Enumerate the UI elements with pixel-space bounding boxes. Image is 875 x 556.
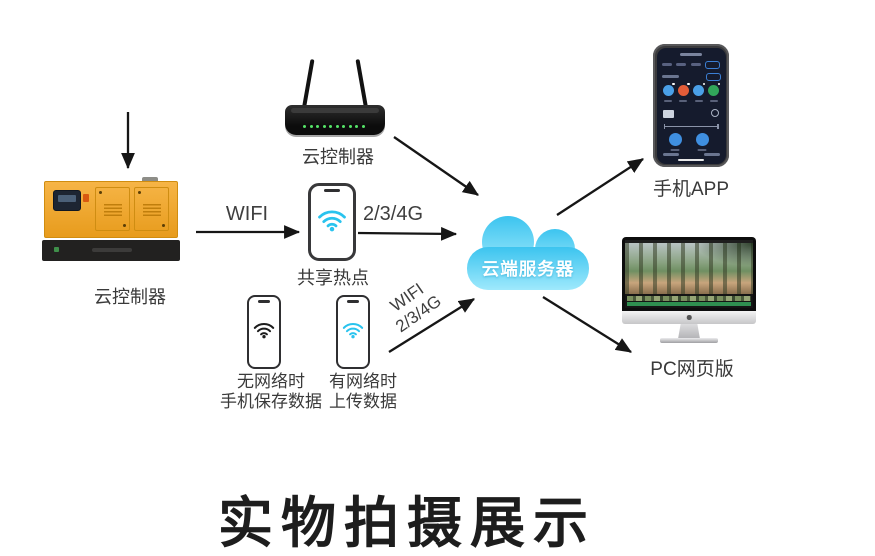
- imac-stand: [678, 324, 700, 339]
- arrow-router-to-cloud: [393, 136, 479, 196]
- page-heading: 实物拍摄展示: [217, 492, 597, 554]
- app-tab-row: [661, 60, 721, 69]
- apple-logo-icon: [686, 315, 692, 320]
- app-button-blue: [693, 82, 706, 96]
- app-button-blue: [662, 82, 675, 96]
- imac-timeline-thumbnails: [627, 296, 751, 301]
- generator-label: 云控制器: [94, 287, 166, 307]
- app-section-pill: [705, 72, 721, 81]
- app-title-bar: [680, 52, 702, 56]
- generator-vent: [143, 204, 161, 216]
- generator-image: [42, 177, 180, 261]
- generator-base: [42, 240, 180, 261]
- phone-notch: [258, 300, 270, 303]
- hotspot-phone-label: 共享热点: [297, 268, 369, 288]
- generator-button: [83, 194, 89, 202]
- imac-timeline: [625, 294, 753, 308]
- smartphone-app-image: [653, 44, 729, 167]
- app-button-orange: [677, 82, 690, 96]
- app-button-green: [708, 82, 721, 96]
- phone-notch: [347, 300, 359, 303]
- router-label: 云控制器: [302, 147, 374, 167]
- imac-base: [660, 338, 718, 343]
- wifi-icon: [342, 321, 364, 344]
- router-body: [285, 105, 385, 135]
- offline-phone-label-line2: 手机保存数据: [220, 392, 322, 411]
- cloud-server-shape: 云端服务器: [462, 212, 594, 294]
- edge-label-wifi: WIFI: [225, 203, 269, 225]
- home-indicator: [678, 158, 704, 161]
- imac-menubar: [625, 240, 753, 243]
- edge-label-234g: 2/3/4G: [362, 203, 424, 225]
- online-phone-label-line2: 上传数据: [329, 392, 397, 411]
- app-bottom-left-button: [662, 152, 679, 156]
- app-slider: [663, 124, 719, 128]
- generator-control-screen: [53, 190, 81, 211]
- app-screen: [656, 47, 726, 164]
- imac-chin: [622, 311, 756, 324]
- app-device-icon: [662, 109, 674, 118]
- arrow-hotspot-to-cloud: [357, 226, 458, 241]
- app-button-blue: [668, 132, 682, 146]
- phone-notch: [324, 189, 340, 192]
- router-antenna: [301, 59, 315, 111]
- edge-label-online-to-cloud: WIFI 2/3/4G: [381, 275, 446, 337]
- router-led-row: [303, 125, 365, 128]
- imac-audio-track: [627, 302, 751, 306]
- generator-door: [95, 187, 130, 231]
- generator-body: [44, 181, 178, 238]
- online-phone-label: 有网络时 上传数据: [329, 372, 397, 412]
- app-round-buttons: [668, 132, 709, 146]
- generator-door: [134, 187, 169, 231]
- app-bottom-right-button: [703, 152, 720, 156]
- app-button-blue: [695, 132, 709, 146]
- online-phone-image: [336, 295, 370, 369]
- pc-label: PC网页版: [650, 359, 734, 380]
- arrow-cloud-to-app: [556, 158, 644, 216]
- cloud-icon: [467, 216, 589, 290]
- router-antenna: [355, 59, 369, 111]
- imac-photo: [625, 243, 753, 294]
- router-image: [282, 55, 388, 141]
- online-phone-label-line1: 有网络时: [329, 372, 397, 391]
- gear-icon: [710, 108, 719, 117]
- app-phone-label: 手机APP: [652, 179, 730, 200]
- wifi-icon: [253, 321, 275, 344]
- cloud-server-label: 云端服务器: [481, 259, 575, 279]
- imac-image: [622, 237, 756, 345]
- offline-phone-label-line1: 无网络时: [237, 372, 305, 391]
- arrow-cloud-to-pc: [542, 296, 632, 353]
- generator-vent: [104, 204, 122, 216]
- offline-phone-label: 无网络时 手机保存数据: [220, 372, 322, 412]
- hotspot-phone-image: [308, 183, 356, 261]
- generator-exhaust: [142, 177, 158, 183]
- app-section-label: [661, 74, 679, 78]
- wifi-icon: [317, 208, 347, 237]
- offline-phone-image: [247, 295, 281, 369]
- imac-screen: [622, 237, 756, 311]
- app-control-buttons: [662, 82, 721, 96]
